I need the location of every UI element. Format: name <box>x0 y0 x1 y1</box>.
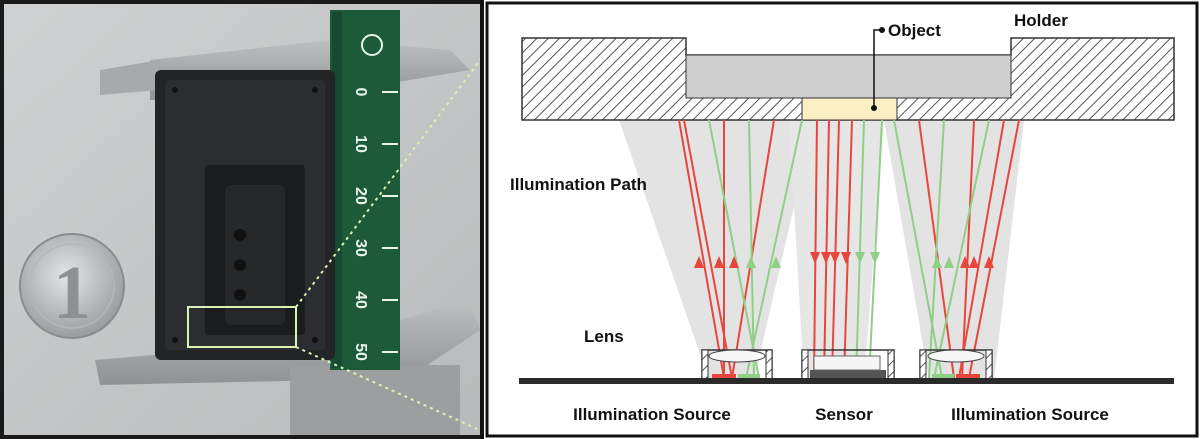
coin <box>19 233 125 339</box>
rays-right <box>893 119 1020 379</box>
schematic-panel: Object Holder Illumination Path Lens Ill… <box>484 0 1200 439</box>
ruler-tick-label: 30 <box>352 239 369 257</box>
brand-logo-icon <box>361 34 383 56</box>
ruler-tick-label: 40 <box>352 291 369 309</box>
label-object: Object <box>888 21 941 40</box>
label-illumination-source-left: Illumination Source <box>573 405 731 424</box>
label-illumination-source-right: Illumination Source <box>951 405 1109 424</box>
led-red-right <box>956 374 980 379</box>
coin-numeral: 1 <box>53 251 91 335</box>
ruler-tick-label: 10 <box>352 135 369 153</box>
ruler-tick-labels: 0 10 20 30 40 50 <box>352 88 398 361</box>
led-green-left <box>738 374 760 379</box>
illumination-cone-right <box>884 120 1024 380</box>
sensor-cone <box>789 120 884 380</box>
base-board <box>519 378 1174 384</box>
device-photo-panel: 1 0 10 20 30 40 50 <box>0 0 484 439</box>
schematic-border <box>485 1 1199 438</box>
led-red-left <box>712 374 736 379</box>
rays-left <box>678 119 803 379</box>
illumination-cone-left <box>619 120 814 380</box>
lens-left <box>701 349 773 381</box>
schematic-diagram: Object Holder Illumination Path Lens Ill… <box>485 1 1199 438</box>
device-photo: 1 0 10 20 30 40 50 <box>4 4 484 435</box>
label-sensor: Sensor <box>815 405 873 424</box>
object-sample <box>801 97 898 121</box>
label-holder: Holder <box>1014 11 1068 30</box>
lens-right <box>919 349 993 381</box>
ruler-tick-label: 50 <box>352 343 369 361</box>
rays-sensor <box>810 119 883 379</box>
label-lens: Lens <box>584 327 624 346</box>
label-illumination-path: Illumination Path <box>510 175 647 194</box>
caliper-slider <box>290 365 460 435</box>
ruler-tick-label: 20 <box>352 187 369 205</box>
ruler-tick-label: 0 <box>352 88 369 97</box>
caliper-tip-upper <box>100 60 160 95</box>
led-green-right <box>932 374 954 379</box>
panel-divider <box>480 0 486 439</box>
sensor-highlight-box <box>187 306 297 348</box>
holder-cavity <box>685 54 1012 99</box>
